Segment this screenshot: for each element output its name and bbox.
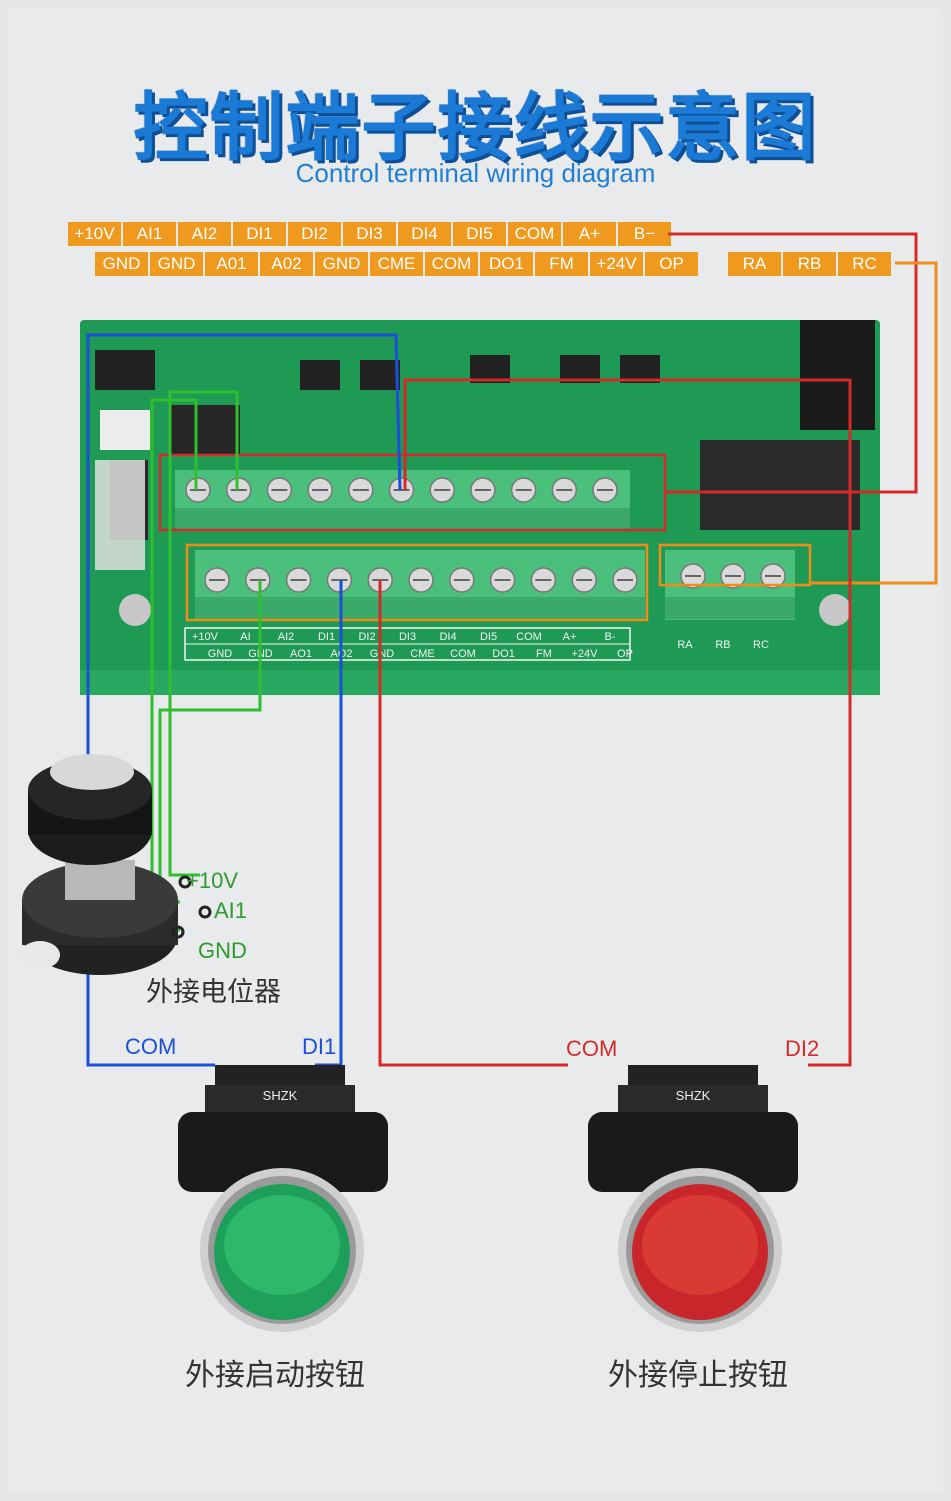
terminal-tag: RC [838, 252, 891, 276]
silkscreen-label: COM [450, 648, 476, 660]
silkscreen-label: RC [753, 639, 769, 651]
page-title: 控制端子接线示意图 [133, 85, 818, 171]
silkscreen-label: COM [516, 631, 542, 643]
silkscreen-label: AI [240, 631, 250, 643]
silkscreen-label: AI2 [278, 631, 295, 643]
terminal-tag: AI1 [123, 222, 176, 246]
terminal-tag: DI5 [453, 222, 506, 246]
wire-red-com [378, 580, 568, 1067]
silkscreen-label: DO1 [492, 648, 515, 660]
stop-com-label: COM [566, 1036, 618, 1061]
wire-orange-rc [810, 261, 938, 585]
pot-caption: 外接电位器 [146, 977, 281, 1008]
silkscreen-label: RB [715, 639, 730, 651]
page-subtitle: Control terminal wiring diagram [295, 158, 656, 188]
stop-di2-label: DI2 [785, 1036, 820, 1061]
start-com-label: COM [125, 1034, 177, 1059]
start-button-caption: 外接启动按钮 [185, 1358, 365, 1393]
relay-strip-highlight [658, 543, 812, 587]
silkscreen-label: RA [677, 639, 693, 651]
terminal-tag: DO1 [480, 252, 533, 276]
stop-button-brand: SHZK [676, 1088, 711, 1103]
stop-push-button [588, 1065, 798, 1332]
terminal-tag: RB [783, 252, 836, 276]
pot-label-10v: +10V [186, 868, 238, 893]
silkscreen-label: DI1 [318, 631, 335, 643]
terminal-tag: COM [508, 222, 561, 246]
terminal-tag: A01 [205, 252, 258, 276]
terminal-tag: RA [728, 252, 781, 276]
silkscreen-label: DI2 [358, 631, 375, 643]
silkscreen-label: DI5 [480, 631, 497, 643]
wire-red-di2 [403, 378, 852, 1067]
wire-green-ai1 [168, 390, 239, 877]
wire-red-b-minus [665, 232, 918, 494]
terminal-tag: GND [315, 252, 368, 276]
silkscreen-label: B- [605, 631, 616, 643]
start-push-button [178, 1065, 388, 1332]
pot-label-gnd: GND [198, 938, 247, 963]
terminal-tag: GND [150, 252, 203, 276]
terminal-tag: A+ [563, 222, 616, 246]
pot-label-ai1: AI1 [214, 898, 248, 923]
terminal-strip-top [175, 470, 630, 530]
silkscreen-label: OP [617, 648, 633, 660]
silkscreen-label: +24V [572, 648, 599, 660]
potentiometer [20, 754, 212, 975]
terminal-tag: +24V [590, 252, 643, 276]
wire-blue-com [86, 333, 402, 1067]
terminal-tag: +10V [68, 222, 121, 246]
stop-button-caption: 外接停止按钮 [608, 1358, 788, 1393]
terminal-tag: DI4 [398, 222, 451, 246]
terminal-tag: DI2 [288, 222, 341, 246]
terminal-tag: B− [618, 222, 671, 246]
terminal-tag: OP [645, 252, 698, 276]
terminal-tag: GND [95, 252, 148, 276]
terminal-tag: DI1 [233, 222, 286, 246]
terminal-tag: AI2 [178, 222, 231, 246]
terminal-tag: A02 [260, 252, 313, 276]
silkscreen-label: A+ [563, 631, 577, 643]
terminal-tag: CME [370, 252, 423, 276]
bottom-strip-highlight [185, 543, 649, 622]
terminal-tag: COM [425, 252, 478, 276]
silkscreen-label: DI4 [439, 631, 456, 643]
silkscreen-label: FM [536, 648, 552, 660]
silkscreen-label: DI3 [399, 631, 416, 643]
silkscreen-label: GND [370, 648, 395, 660]
silkscreen-label: +10V [192, 631, 219, 643]
start-di1-label: DI1 [302, 1034, 337, 1059]
terminal-tag: FM [535, 252, 588, 276]
terminal-tag: DI3 [343, 222, 396, 246]
silkscreen-label: AO1 [290, 648, 312, 660]
silkscreen-label: GND [208, 648, 233, 660]
terminal-strip-bottom [195, 550, 645, 620]
silkscreen-label: CME [410, 648, 434, 660]
start-button-brand: SHZK [263, 1088, 298, 1103]
